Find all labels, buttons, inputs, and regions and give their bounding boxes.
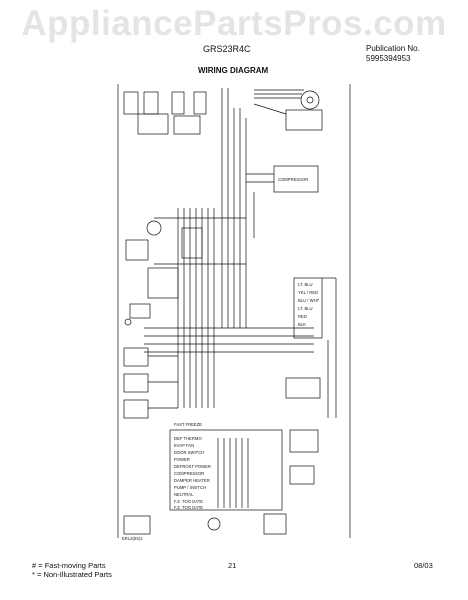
left-connector-1 xyxy=(129,303,151,319)
page-number: 21 xyxy=(228,561,237,570)
main-connector xyxy=(181,227,203,259)
component-top-6 xyxy=(173,115,201,135)
note-fast-moving: # = Fast-moving Parts xyxy=(32,561,106,570)
bottom-label-11: F.Z. TOO DATE xyxy=(174,505,203,510)
ice-motor xyxy=(207,517,221,531)
compressor-label: COMPRESSOR xyxy=(278,177,308,182)
bottom-label-8: PUMP / SWITCH xyxy=(174,485,206,490)
defrost-motor xyxy=(146,220,162,236)
publication-number: 5995394953 xyxy=(366,54,411,63)
component-top-5 xyxy=(137,113,169,135)
compressor-box xyxy=(273,165,319,193)
right-label-6: BLK xyxy=(298,322,306,327)
bottom-label-10: F.Z. TOO DATE xyxy=(174,499,203,504)
fast-freeze-label: FAST FREEZE xyxy=(174,422,202,427)
dispenser-switch xyxy=(289,465,315,485)
component-top-4 xyxy=(193,91,207,115)
bottom-label-4: POWER xyxy=(174,457,190,462)
right-label-3: BLU / WHT xyxy=(298,298,320,303)
right-label-5: RED xyxy=(298,314,307,319)
publication-label: Publication No. xyxy=(366,44,420,53)
page-title: WIRING DIAGRAM xyxy=(198,66,269,75)
component-top-3 xyxy=(171,91,185,115)
bottom-label-9: NEUTRAL xyxy=(174,492,194,497)
right-label-4: LT. BLU xyxy=(298,306,313,311)
bottom-label-7: DAMPER HEATER xyxy=(174,478,210,483)
footer-date: 08/03 xyxy=(414,561,433,570)
fan-motor-hub xyxy=(306,96,314,104)
right-label-1: LT. BLU xyxy=(298,282,313,287)
damper-control xyxy=(289,429,319,453)
left-lower-box-3 xyxy=(123,399,149,419)
fz-control xyxy=(263,513,287,535)
control-board xyxy=(169,429,283,511)
bottom-label-5: DEFROST POWER xyxy=(174,464,211,469)
left-lower-box-1 xyxy=(123,347,149,367)
right-switch xyxy=(285,377,321,399)
corner-code: ERL3(5S)1 xyxy=(122,536,143,541)
bottom-left-part xyxy=(123,515,151,535)
right-label-2: YEL / RED xyxy=(298,290,318,295)
right-connector xyxy=(293,277,323,339)
bottom-label-1: DEF THERMO xyxy=(174,436,202,441)
model-number: GRS23R4C xyxy=(203,44,251,54)
publication-block: Publication No. 5995394953 xyxy=(366,44,420,64)
light-assembly xyxy=(285,109,323,131)
component-top-1 xyxy=(123,91,139,115)
note-non-illustrated: * = Non-Illustrated Parts xyxy=(32,570,112,579)
watermark: AppliancePartsPros.com xyxy=(21,4,447,43)
fan-motor xyxy=(300,90,320,110)
wiring-diagram: FAST FREEZE DEF THERMO EVAP FAN DOOR SWI… xyxy=(117,84,351,541)
ground-lug xyxy=(124,318,132,326)
bottom-label-3: DOOR SWITCH xyxy=(174,450,204,455)
bottom-label-6: COMPRESSOR xyxy=(174,471,204,476)
left-lower-box-2 xyxy=(123,373,149,393)
component-top-2 xyxy=(143,91,159,115)
footer-notes: # = Fast-moving Parts * = Non-Illustrate… xyxy=(32,561,112,579)
top-wire-4 xyxy=(253,103,287,115)
thermostat xyxy=(125,239,149,261)
bottom-label-2: EVAP FAN xyxy=(174,443,194,448)
defrost-timer xyxy=(147,267,179,299)
